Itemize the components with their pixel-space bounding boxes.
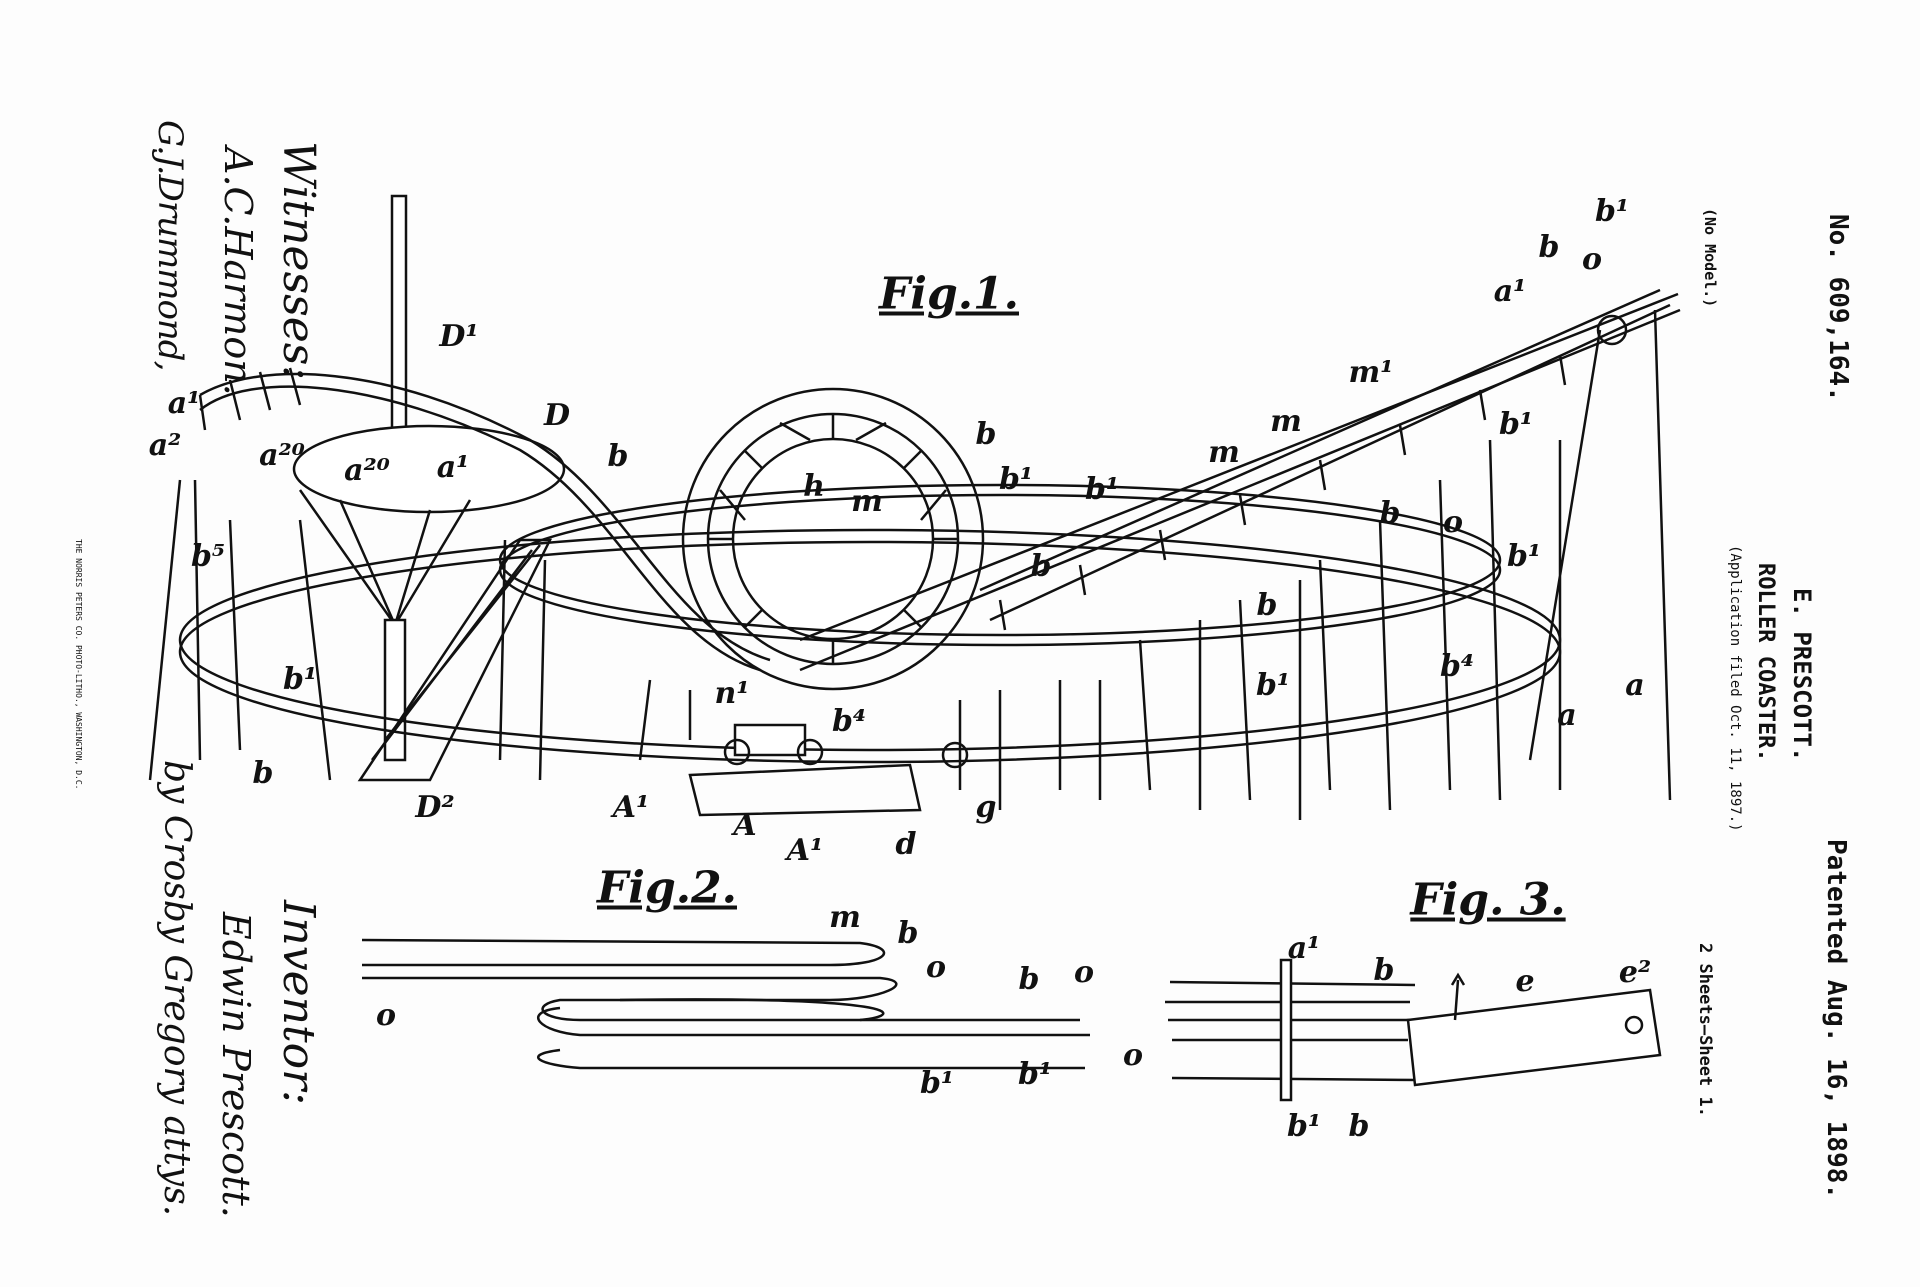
label: e² [1618,955,1652,990]
label: A [733,808,757,843]
label: m [1208,435,1240,470]
label: b¹ [1594,194,1630,229]
application-date: (Application filed Oct. 11, 1897.) [1727,545,1743,832]
fig1-drawing [148,194,1681,820]
label: b¹ [1498,407,1534,442]
label: b¹ [282,662,318,697]
label: o [1442,505,1464,540]
label: o [1122,1038,1144,1073]
fig2-drawing [361,938,1090,1070]
label: b [1373,953,1395,988]
label: m [829,900,861,935]
label: b [1379,496,1401,531]
label: d [895,827,917,862]
label: b [1030,549,1052,584]
label: m¹ [1348,355,1394,390]
fig3-title: Fig. 3. [1410,874,1566,926]
label: b⁴ [831,704,867,739]
label: b [252,756,274,791]
sheet-count: 2 Sheets—Sheet 1. [1695,943,1715,1117]
label: b⁴ [1439,649,1475,684]
label: b [1348,1109,1370,1144]
label: a¹ [436,450,470,485]
label: m [1270,404,1302,439]
model-note: (No Model.) [1701,208,1719,308]
witness-2-signature: G.J.Drummond, [150,120,190,371]
label: a² [148,428,182,463]
label: a²⁰ [259,438,305,473]
label: a¹ [1493,274,1527,309]
label: A¹ [786,833,824,868]
label: e [1515,964,1535,999]
witnesses-heading: Witnesses: [273,141,324,381]
label: a¹ [1287,931,1321,966]
label: h [803,469,825,504]
label: o [1581,242,1603,277]
label: a [1557,698,1577,733]
label: a¹ [167,386,201,421]
label: m [851,484,883,519]
inventor-name: E. PRESCOTT. [1788,588,1816,762]
inventor-heading: Inventor: [273,900,324,1105]
fig3-drawing [1165,958,1662,1102]
label: b¹ [1506,539,1542,574]
label: b¹ [998,462,1034,497]
label: b [897,916,919,951]
inventor-signature: Edwin Prescott. [214,912,258,1218]
witness-1-signature: A.C.Harmon. [216,147,260,396]
label: b [1018,962,1040,997]
label: a [1625,668,1645,703]
label: A¹ [612,790,650,825]
patented-date: Patented Aug. 16, 1898. [1821,839,1851,1200]
label: b [607,439,629,474]
label: b¹ [1255,668,1291,703]
label: b¹ [919,1066,955,1101]
label: b [1256,588,1278,623]
label: b [975,417,997,452]
label: o [1073,955,1095,990]
fig1-title: Fig.1. [879,268,1019,320]
printer-credit: THE NORRIS PETERS CO. PHOTO-LITHO., WASH… [74,539,83,790]
label: b¹ [1017,1057,1053,1092]
label: g [975,790,997,825]
patent-number: No. 609,164. [1823,214,1853,402]
fig2-title: Fig.2. [597,862,737,914]
label: a²⁰ [344,453,390,488]
label: D [543,398,571,433]
label: D² [415,790,455,825]
label: o [925,950,947,985]
patent-title: ROLLER COASTER. [1753,563,1778,762]
label: D¹ [439,319,479,354]
label: o [375,998,397,1033]
label: b¹ [1084,472,1120,507]
label: n¹ [714,676,750,711]
label: b [1538,230,1560,265]
attorney-signature: by Crosby Gregory attys. [156,760,197,1217]
label: b⁵ [190,539,226,574]
label: b¹ [1286,1109,1322,1144]
